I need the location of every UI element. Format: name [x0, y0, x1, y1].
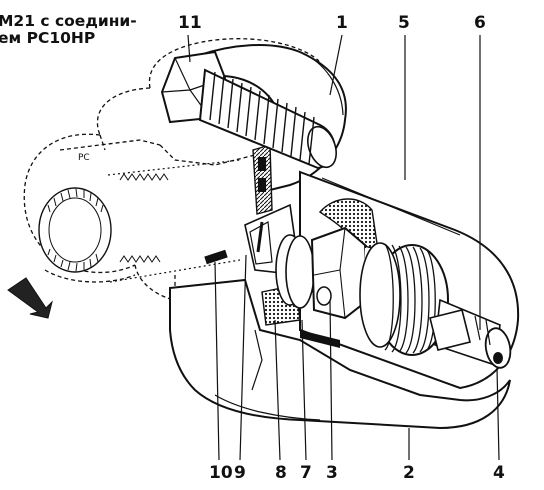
callout-7: 7	[300, 463, 312, 483]
callout-8: 8	[275, 463, 287, 483]
callout-10: 10	[209, 463, 233, 483]
body-wall-section	[204, 144, 273, 265]
callout-4: 4	[493, 463, 505, 483]
valve-insert	[244, 203, 512, 369]
caption-line-2: ем PC10HP	[0, 29, 96, 47]
connector-marking: PC	[78, 153, 90, 163]
caption-line-1: M21 с соедини-	[0, 12, 137, 30]
callout-3: 3	[326, 463, 338, 483]
caption: M21 с соедини- ем PC10HP	[0, 13, 137, 47]
flow-arrow-icon	[7, 277, 53, 319]
callout-5: 5	[398, 13, 410, 33]
callout-11: 11	[178, 13, 202, 33]
connector-thread: PC	[38, 153, 241, 283]
callout-2: 2	[403, 463, 415, 483]
bolt	[160, 50, 337, 170]
callout-1: 1	[336, 13, 348, 33]
callout-9: 9	[234, 463, 246, 483]
callout-6: 6	[474, 13, 486, 33]
leader-lines	[187, 34, 500, 461]
